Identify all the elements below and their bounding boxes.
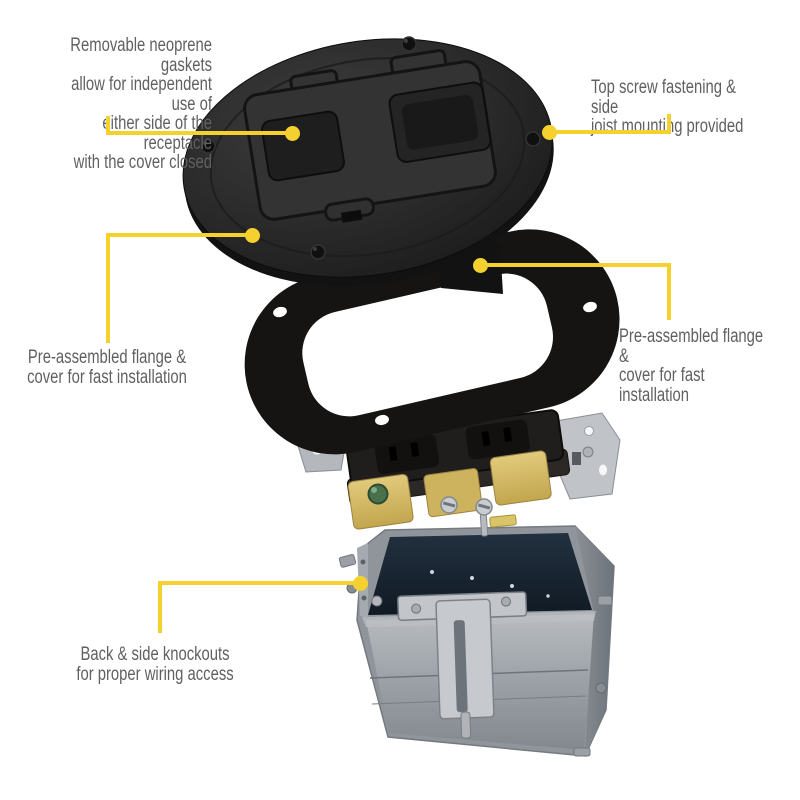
cover-plate [182,38,554,287]
callout-text: Pre-assembled flange & cover for fast in… [619,326,764,406]
terminal-screws [440,496,493,516]
callout-line-vertical [158,581,162,633]
callout-line-horizontal [553,130,671,134]
callout-line-vertical [106,116,110,133]
callout-line-vertical [667,263,671,320]
callout-line-horizontal [486,263,671,267]
gasket-pad-left [261,110,345,182]
callout-line-vertical [106,233,110,343]
callout-text: Removable neoprene gaskets allow for ind… [70,35,212,173]
callout-line-vertical [667,114,671,132]
callout-text: Back & side knockouts for proper wiring … [76,644,234,685]
callout-dot [245,228,260,243]
ground-screw [367,483,389,505]
callout-dot [353,576,368,591]
callout-line-horizontal [160,581,356,585]
knockout-tabs [338,554,613,757]
callout-line-horizontal [106,233,248,237]
callout-dot [285,126,300,141]
callout-text: Pre-assembled flange & cover for fast in… [27,347,187,388]
cable-clamp [371,591,528,739]
callout-line-horizontal [106,131,287,135]
cover-screws [200,36,541,260]
callout-dot [542,125,557,140]
junction-box [338,525,615,757]
callout-dot [473,258,488,273]
